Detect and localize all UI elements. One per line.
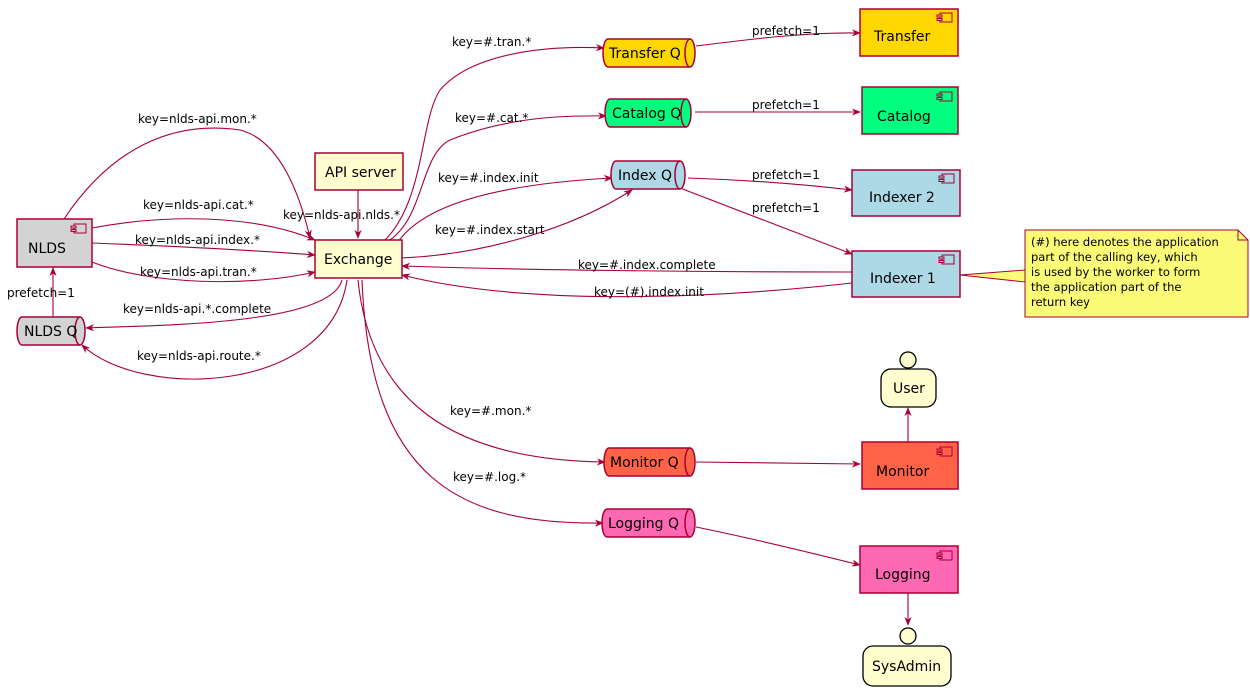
note-connector bbox=[959, 269, 1026, 283]
label-iq-i2-prefetch: prefetch=1 bbox=[752, 168, 820, 182]
label-tq-prefetch: prefetch=1 bbox=[752, 24, 820, 38]
node-logging: Logging bbox=[859, 545, 959, 594]
node-label: NLDS Q bbox=[24, 324, 77, 340]
label-ex-tran: key=#.tran.* bbox=[452, 35, 531, 49]
note-line-4: the application part of the bbox=[1031, 280, 1181, 294]
node-label: NLDS bbox=[28, 241, 66, 257]
edge-exchange-loggingq bbox=[361, 279, 604, 527]
label-ex-route: key=nlds-api.route.* bbox=[137, 349, 261, 363]
node-label: Logging bbox=[875, 567, 931, 583]
node-logging-q: Logging Q bbox=[601, 508, 696, 538]
label-nlds-mon: key=nlds-api.mon.* bbox=[138, 112, 257, 126]
edge-indexq-indexer1 bbox=[679, 187, 853, 255]
label-ex-cat: key=#.cat.* bbox=[455, 111, 528, 125]
label-ex-complete: key=nlds-api.*.complete bbox=[123, 302, 271, 316]
node-transfer: Transfer bbox=[859, 8, 959, 57]
node-label: Exchange bbox=[324, 252, 392, 268]
edge-nlds-exchange-index bbox=[91, 242, 316, 258]
edges bbox=[49, 29, 1026, 626]
node-label: Index Q bbox=[618, 168, 672, 184]
note-line-3: is used by the worker to form bbox=[1031, 265, 1200, 279]
node-nlds: NLDS bbox=[16, 218, 93, 268]
node-user: User bbox=[880, 351, 937, 408]
label-i1-init: key=(#).index.init bbox=[594, 285, 704, 299]
label-iq-i1-prefetch: prefetch=1 bbox=[752, 201, 820, 215]
edge-loggingq-logging bbox=[695, 526, 861, 567]
node-monitor-q: Monitor Q bbox=[603, 447, 696, 477]
node-catalog: Catalog bbox=[861, 86, 959, 135]
component-icon bbox=[936, 12, 953, 23]
node-indexer-1: Indexer 1 bbox=[851, 250, 961, 298]
component-icon bbox=[938, 254, 955, 265]
edge-exchange-catalogq bbox=[389, 112, 607, 241]
label-nlds-tran: key=nlds-api.tran.* bbox=[140, 265, 257, 279]
edge-labels: key=nlds-api.mon.* key=nlds-api.cat.* ke… bbox=[7, 24, 820, 484]
component-icon bbox=[936, 550, 953, 561]
edge-monitorq-monitor bbox=[695, 460, 861, 468]
node-indexer-2: Indexer 2 bbox=[851, 169, 961, 217]
label-i1-complete: key=#.index.complete bbox=[578, 258, 716, 272]
edge-nlds-exchange-mon bbox=[63, 127, 312, 239]
label-nlds-index: key=nlds-api.index.* bbox=[135, 233, 260, 247]
edge-exchange-transferq bbox=[384, 44, 605, 241]
node-api-server: API server bbox=[314, 152, 404, 191]
node-label: Catalog bbox=[877, 109, 931, 125]
edge-indexer1-exchange-init bbox=[401, 273, 853, 298]
note: (#) here denotes the application part of… bbox=[1024, 229, 1249, 318]
label-api-nlds: key=nlds-api.nlds.* bbox=[283, 208, 400, 222]
label-cq-prefetch: prefetch=1 bbox=[752, 98, 820, 112]
note-line-2: part of the calling key, which bbox=[1031, 250, 1198, 264]
component-icon bbox=[70, 223, 87, 234]
node-label: Logging Q bbox=[608, 516, 679, 532]
edge-exchange-monitorq bbox=[357, 279, 606, 466]
note-line-1: (#) here denotes the application bbox=[1031, 235, 1219, 249]
edge-exchange-nldsq-route bbox=[81, 279, 348, 380]
node-label: Monitor bbox=[876, 464, 929, 480]
edge-exchange-nldsq-complete bbox=[85, 279, 343, 332]
edge-nlds-exchange-cat bbox=[91, 218, 316, 241]
edge-exchange-indexq-start bbox=[399, 189, 633, 259]
label-ex-index-init: key=#.index.init bbox=[438, 171, 539, 185]
node-label: API server bbox=[325, 165, 396, 181]
node-label: User bbox=[893, 381, 925, 397]
node-label: Indexer 1 bbox=[870, 271, 936, 287]
node-exchange: Exchange bbox=[314, 239, 403, 279]
component-icon bbox=[938, 173, 955, 184]
node-monitor: Monitor bbox=[861, 441, 959, 490]
edge-indexq-indexer2 bbox=[687, 177, 853, 193]
edge-indexer1-exchange-complete bbox=[401, 262, 853, 273]
edge-transferq-transfer bbox=[695, 29, 861, 47]
node-sysadmin: SysAdmin bbox=[862, 627, 952, 687]
node-label: Monitor Q bbox=[610, 455, 679, 471]
node-label: SysAdmin bbox=[872, 659, 941, 675]
component-icon bbox=[936, 91, 953, 102]
node-label: Transfer bbox=[873, 29, 931, 45]
note-line-5: return key bbox=[1031, 295, 1090, 309]
label-nldsq-prefetch: prefetch=1 bbox=[7, 286, 75, 300]
label-ex-log: key=#.log.* bbox=[453, 470, 526, 484]
component-icon bbox=[936, 446, 953, 457]
node-transfer-q: Transfer Q bbox=[602, 38, 696, 68]
label-ex-mon: key=#.mon.* bbox=[450, 404, 531, 418]
node-label: Catalog Q bbox=[612, 106, 681, 122]
label-ex-index-start: key=#.index.start bbox=[435, 223, 545, 237]
edge-exchange-indexq-init bbox=[397, 174, 613, 243]
label-nlds-cat: key=nlds-api.cat.* bbox=[143, 198, 254, 212]
node-catalog-q: Catalog Q bbox=[604, 98, 692, 128]
node-nlds-q: NLDS Q bbox=[16, 316, 86, 346]
node-index-q: Index Q bbox=[610, 160, 686, 190]
node-label: Indexer 2 bbox=[869, 190, 935, 206]
edge-nlds-exchange-tran bbox=[91, 261, 316, 283]
node-label: Transfer Q bbox=[608, 46, 681, 62]
